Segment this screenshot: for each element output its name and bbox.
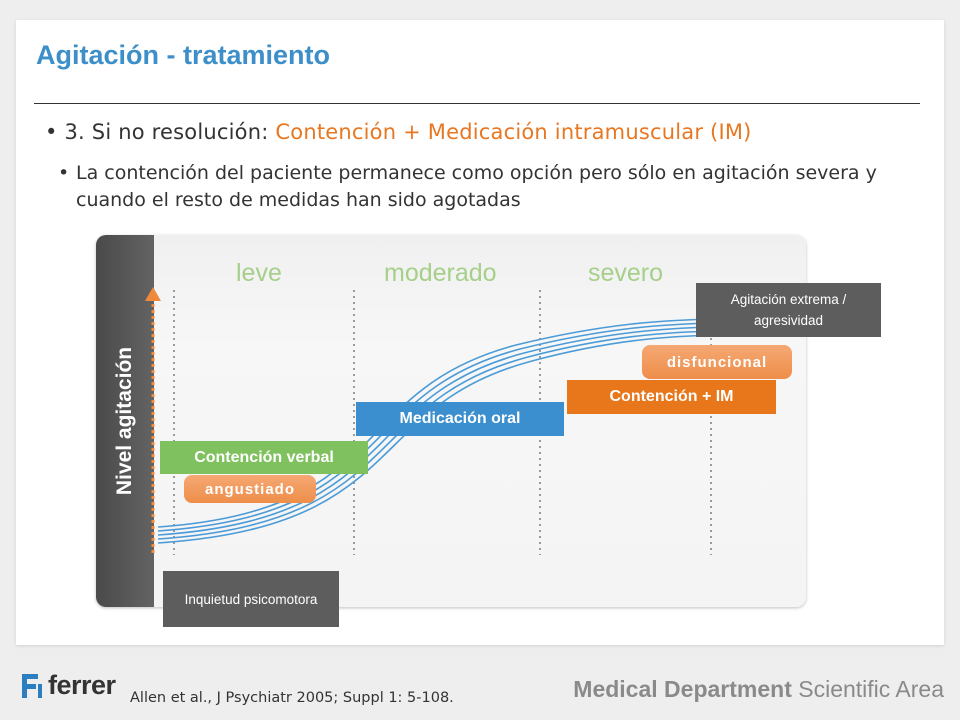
box-agitacion-extrema: Agitación extrema / agresividad xyxy=(696,283,881,337)
page-title: Agitación - tratamiento xyxy=(36,40,331,70)
box-inquietud: Inquietud psicomotora xyxy=(163,571,339,627)
level-leve: leve xyxy=(236,259,282,287)
ferrer-logo: ferrer xyxy=(18,670,116,701)
axis-bar: Nivel agitación xyxy=(96,235,154,607)
bullet-sub: • La contención del paciente permanece c… xyxy=(58,160,908,214)
bullet-sub-dot: • xyxy=(58,162,70,184)
brand-light: Scientific Area xyxy=(798,676,944,702)
level-moderado: moderado xyxy=(384,259,497,287)
state-disfuncional: disfuncional xyxy=(642,345,792,379)
box-contencion-im: Contención + IM xyxy=(567,380,776,414)
level-severo: severo xyxy=(588,259,664,287)
citation: Allen et al., J Psychiatr 2005; Suppl 1:… xyxy=(130,690,454,706)
agitation-arrow-head xyxy=(145,287,161,301)
bullet-main-accent: Contención + Medicación intramuscular (I… xyxy=(275,120,752,144)
ferrer-logo-text: ferrer xyxy=(48,670,116,700)
box-contencion-verbal: Contención verbal xyxy=(160,441,368,474)
state-angustiado: angustiado xyxy=(184,475,316,503)
bullet-sub-text: La contención del paciente permanece com… xyxy=(76,162,877,211)
brand-bold: Medical Department xyxy=(573,676,792,702)
brand-footer: Medical Department Scientific Area xyxy=(573,676,944,703)
box-medicacion-oral: Medicación oral xyxy=(356,402,564,436)
bullet-main-prefix: 3. Si no resolución: xyxy=(64,120,269,144)
bullet-main: • 3. Si no resolución: Contención + Medi… xyxy=(45,120,752,144)
bullet-dot: • xyxy=(45,120,58,144)
title-divider xyxy=(34,103,920,104)
ferrer-logo-icon xyxy=(22,673,42,698)
